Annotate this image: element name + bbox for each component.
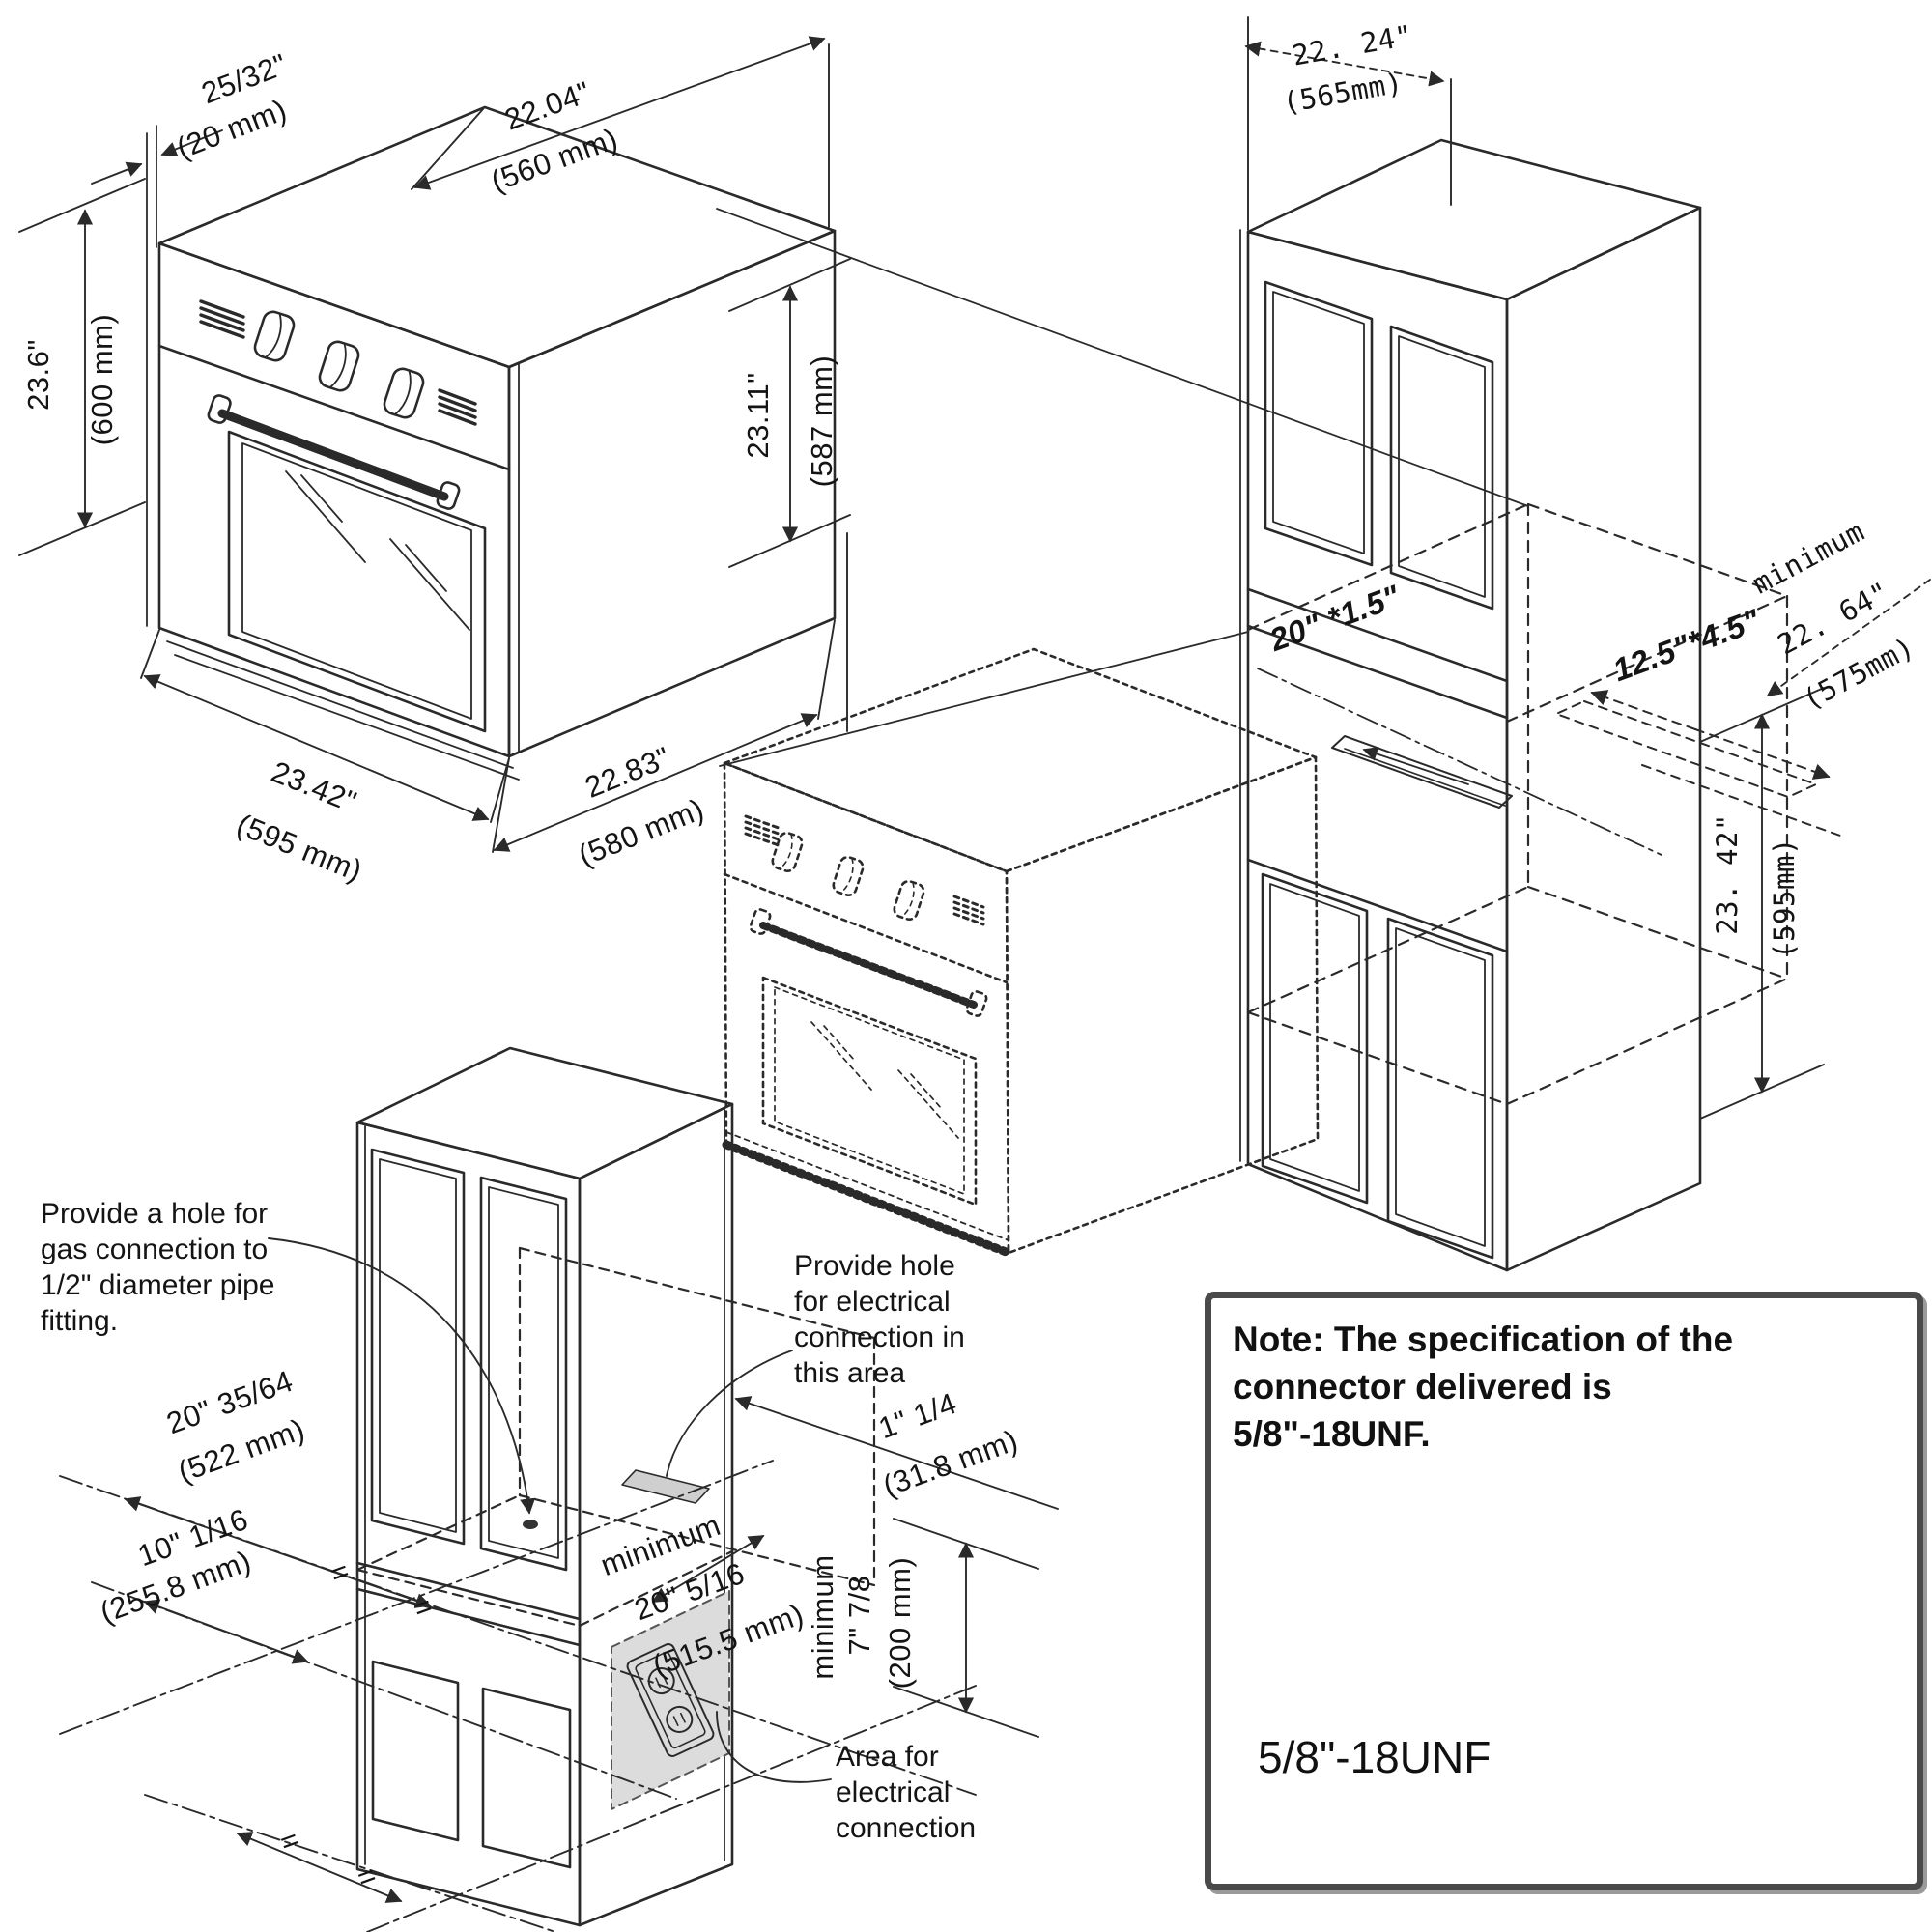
dim-height: 23.6" xyxy=(21,339,55,411)
dim-cavity-height: 23. 42" xyxy=(1711,813,1744,935)
dim-min-height: 7" 7/8 xyxy=(842,1575,876,1656)
area-electrical-note: Area for electrical connection xyxy=(836,1741,977,1844)
dim-front-height-mm: (587 mm) xyxy=(805,355,838,488)
gas-leader-line xyxy=(268,1237,536,1515)
connector-size-label: 5/8"-18UNF xyxy=(1258,1732,1492,1782)
oven-dimension-lines xyxy=(18,36,851,853)
door-handle xyxy=(207,394,461,510)
dim-cavity-height-mm: (595mm) xyxy=(1768,838,1801,959)
door-glass xyxy=(227,430,487,733)
oven-insert-drawing xyxy=(722,647,1320,1258)
electrical-leader-line xyxy=(666,1350,793,1477)
electrical-hole-area xyxy=(621,1469,710,1504)
connector-note-text: Note: The specification of the connector… xyxy=(1233,1320,1734,1454)
control-knob xyxy=(318,340,360,392)
gas-pipe-slot xyxy=(1331,735,1513,809)
dim-min-height-mm: (200 mm) xyxy=(883,1556,917,1690)
cabinet-upper-doors xyxy=(1264,280,1494,611)
door-handle xyxy=(749,908,988,1017)
cabinet-isometric-drawing xyxy=(1239,16,1931,1272)
electrical-connection-area xyxy=(611,1590,730,1810)
projection-lines xyxy=(716,208,1529,767)
cabinet-cavity-hidden-lines xyxy=(1246,502,1789,1106)
cabinet-lower-doors xyxy=(1261,872,1494,1260)
control-knob xyxy=(771,832,804,872)
hidden-cutout-slot xyxy=(1555,690,1841,837)
gas-hole-mark xyxy=(523,1520,538,1529)
dim-front-height: 23.11" xyxy=(741,372,775,459)
gas-connection-note: Provide a hole for gas connection to 1/2… xyxy=(41,1198,275,1337)
control-knob xyxy=(832,856,865,896)
oven-isometric-drawing xyxy=(146,105,837,781)
area-leader-line xyxy=(716,1711,832,1783)
door-glass xyxy=(761,976,978,1207)
cabinet-dimension-lines xyxy=(1244,16,1931,1120)
cabinet-lower-doors xyxy=(371,1660,572,1869)
min-height-word: minimum xyxy=(806,1554,839,1680)
dim-height-mm: (600 mm) xyxy=(85,313,119,446)
vent-slots-right xyxy=(438,388,477,426)
control-knob xyxy=(383,367,425,419)
install-dimension-lines xyxy=(124,1396,1059,1903)
connector-note-box: Note: The specification of the connector… xyxy=(1205,1292,1923,1890)
power-outlet xyxy=(626,1643,715,1757)
electrical-connection-note: Provide hole for electrical connection i… xyxy=(794,1250,965,1389)
cabinet-upper-doors xyxy=(370,1148,568,1572)
control-knob xyxy=(253,310,296,362)
control-knob xyxy=(893,880,925,921)
vent-slots-left xyxy=(199,299,245,339)
vent-slots xyxy=(744,814,985,926)
install-cabinet-drawing xyxy=(59,1046,1059,1932)
